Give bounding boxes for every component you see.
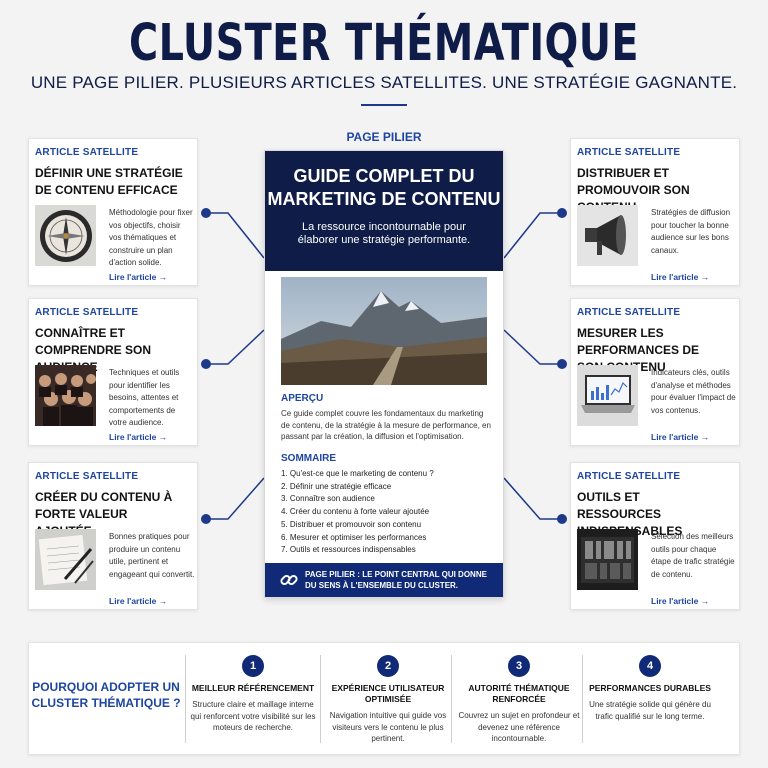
connector-dot (557, 514, 567, 524)
pillar-title: GUIDE COMPLET DU MARKETING DE CONTENU (267, 166, 501, 209)
benefit-description: Couvrez un sujet en profondeur et devene… (458, 711, 580, 743)
satellite-card-distribute[interactable]: ARTICLE SATELLITE DISTRIBUER ET PROMOUVO… (570, 138, 740, 286)
pillar-footer: PAGE PILIER : LE POINT CENTRAL QUI DONNE… (265, 563, 503, 597)
pillar-label: PAGE PILIER (346, 130, 422, 144)
satellite-kicker: ARTICLE SATELLITE (35, 147, 139, 158)
satellite-card-audience[interactable]: ARTICLE SATELLITE CONNAÎTRE ET COMPRENDR… (28, 298, 198, 446)
divider (451, 655, 452, 743)
megaphone-icon (577, 205, 638, 266)
benefit-number-badge: 1 (242, 655, 264, 677)
satellite-kicker: ARTICLE SATELLITE (35, 307, 139, 318)
why-cluster-section: POURQUOI ADOPTER UN CLUSTER THÉMATIQUE ?… (28, 642, 740, 755)
toc-item[interactable]: 7. Outils et ressources indispensables (281, 545, 416, 555)
connector-dot (557, 359, 567, 369)
toc-item[interactable]: 2. Définir une stratégie efficace (281, 481, 392, 491)
divider (582, 655, 583, 743)
toc-item[interactable]: 1. Qu'est-ce que le marketing de contenu… (281, 469, 434, 478)
connector-dot (557, 208, 567, 218)
satellite-kicker: ARTICLE SATELLITE (577, 147, 681, 158)
title-divider (361, 104, 407, 106)
satellite-description: Bonnes pratiques pour produire un conten… (109, 532, 195, 579)
toc-heading: SOMMAIRE (281, 453, 336, 464)
read-article-link[interactable]: Lire l'article → (651, 432, 710, 442)
pillar-page-card[interactable]: GUIDE COMPLET DU MARKETING DE CONTENU La… (264, 150, 504, 598)
connector-dot (201, 208, 211, 218)
benefit-number-badge: 3 (508, 655, 530, 677)
table-of-contents: 1. Qu'est-ce que le marketing de contenu… (281, 468, 491, 557)
satellite-kicker: ARTICLE SATELLITE (577, 307, 681, 318)
benefit-description: Navigation intuitive qui guide vos visit… (329, 711, 447, 743)
benefit-title: EXPÉRIENCE UTILISATEUR OPTIMISÉE (331, 683, 445, 704)
satellite-kicker: ARTICLE SATELLITE (577, 471, 681, 482)
pillar-header: GUIDE COMPLET DU MARKETING DE CONTENU La… (265, 151, 503, 271)
satellite-card-create[interactable]: ARTICLE SATELLITE CRÉER DU CONTENU À FOR… (28, 462, 198, 610)
pillar-footer-text: PAGE PILIER : LE POINT CENTRAL QUI DONNE… (305, 570, 487, 590)
satellite-card-tools[interactable]: ARTICLE SATELLITE OUTILS ET RESSOURCES I… (570, 462, 740, 610)
read-article-link[interactable]: Lire l'article → (109, 596, 168, 606)
pillar-description: La ressource incontournable pour élabore… (297, 221, 471, 246)
satellite-description: Sélection des meilleurs outils pour chaq… (651, 532, 735, 579)
satellite-description: Indicateurs clés, outils d'analyse et mé… (651, 368, 736, 415)
read-article-link[interactable]: Lire l'article → (109, 272, 168, 282)
benefit-description: Une stratégie solide qui génère du trafi… (589, 700, 711, 721)
satellite-description: Stratégies de diffusion pour toucher la … (651, 208, 731, 255)
benefit-number-badge: 4 (639, 655, 661, 677)
satellite-description: Techniques et outils pour identifier les… (109, 368, 180, 427)
read-article-link[interactable]: Lire l'article → (651, 596, 710, 606)
satellite-card-strategy[interactable]: ARTICLE SATELLITE DÉFINIR UNE STRATÉGIE … (28, 138, 198, 286)
benefit-title: PERFORMANCES DURABLES (589, 683, 711, 693)
read-article-link[interactable]: Lire l'article → (109, 432, 168, 442)
audience-icon (35, 365, 96, 426)
link-icon (280, 574, 298, 586)
divider (185, 655, 186, 743)
why-title: POURQUOI ADOPTER UN CLUSTER THÉMATIQUE ? (31, 680, 181, 710)
connector-dot (201, 514, 211, 524)
divider (320, 655, 321, 743)
toc-item[interactable]: 3. Connaître son audience (281, 494, 375, 504)
mountain-path-photo (281, 277, 487, 385)
toc-item[interactable]: 4. Créer du contenu à forte valeur ajout… (281, 507, 430, 517)
connector-dot (201, 359, 211, 369)
benefit-number-badge: 2 (377, 655, 399, 677)
satellite-card-measure[interactable]: ARTICLE SATELLITE MESURER LES PERFORMANC… (570, 298, 740, 446)
benefit-description: Structure claire et maillage interne qui… (190, 700, 316, 732)
benefit-title: AUTORITÉ THÉMATIQUE RENFORCÉE (468, 683, 570, 704)
overview-text: Ce guide complet couvre les fondamentaux… (281, 409, 491, 441)
page-title: CLUSTER THÉMATIQUE (128, 14, 639, 73)
benefit-title: MEILLEUR RÉFÉRENCEMENT (191, 683, 315, 693)
compass-icon (35, 205, 96, 266)
satellite-title: DÉFINIR UNE STRATÉGIE DE CONTENU EFFICAC… (35, 166, 183, 197)
overview-heading: APERÇU (281, 393, 324, 404)
page-subtitle: UNE PAGE PILIER. PLUSIEURS ARTICLES SATE… (30, 73, 738, 92)
satellite-kicker: ARTICLE SATELLITE (35, 471, 139, 482)
toolbox-icon (577, 529, 638, 590)
toc-item[interactable]: 6. Mesurer et optimiser les performances (281, 532, 427, 542)
read-article-link[interactable]: Lire l'article → (651, 272, 710, 282)
analytics-laptop-icon (577, 365, 638, 426)
notebook-pen-icon (35, 529, 96, 590)
satellite-description: Méthodologie pour fixer vos objectifs, c… (109, 208, 193, 267)
toc-item[interactable]: 5. Distribuer et promouvoir son contenu (281, 519, 422, 529)
